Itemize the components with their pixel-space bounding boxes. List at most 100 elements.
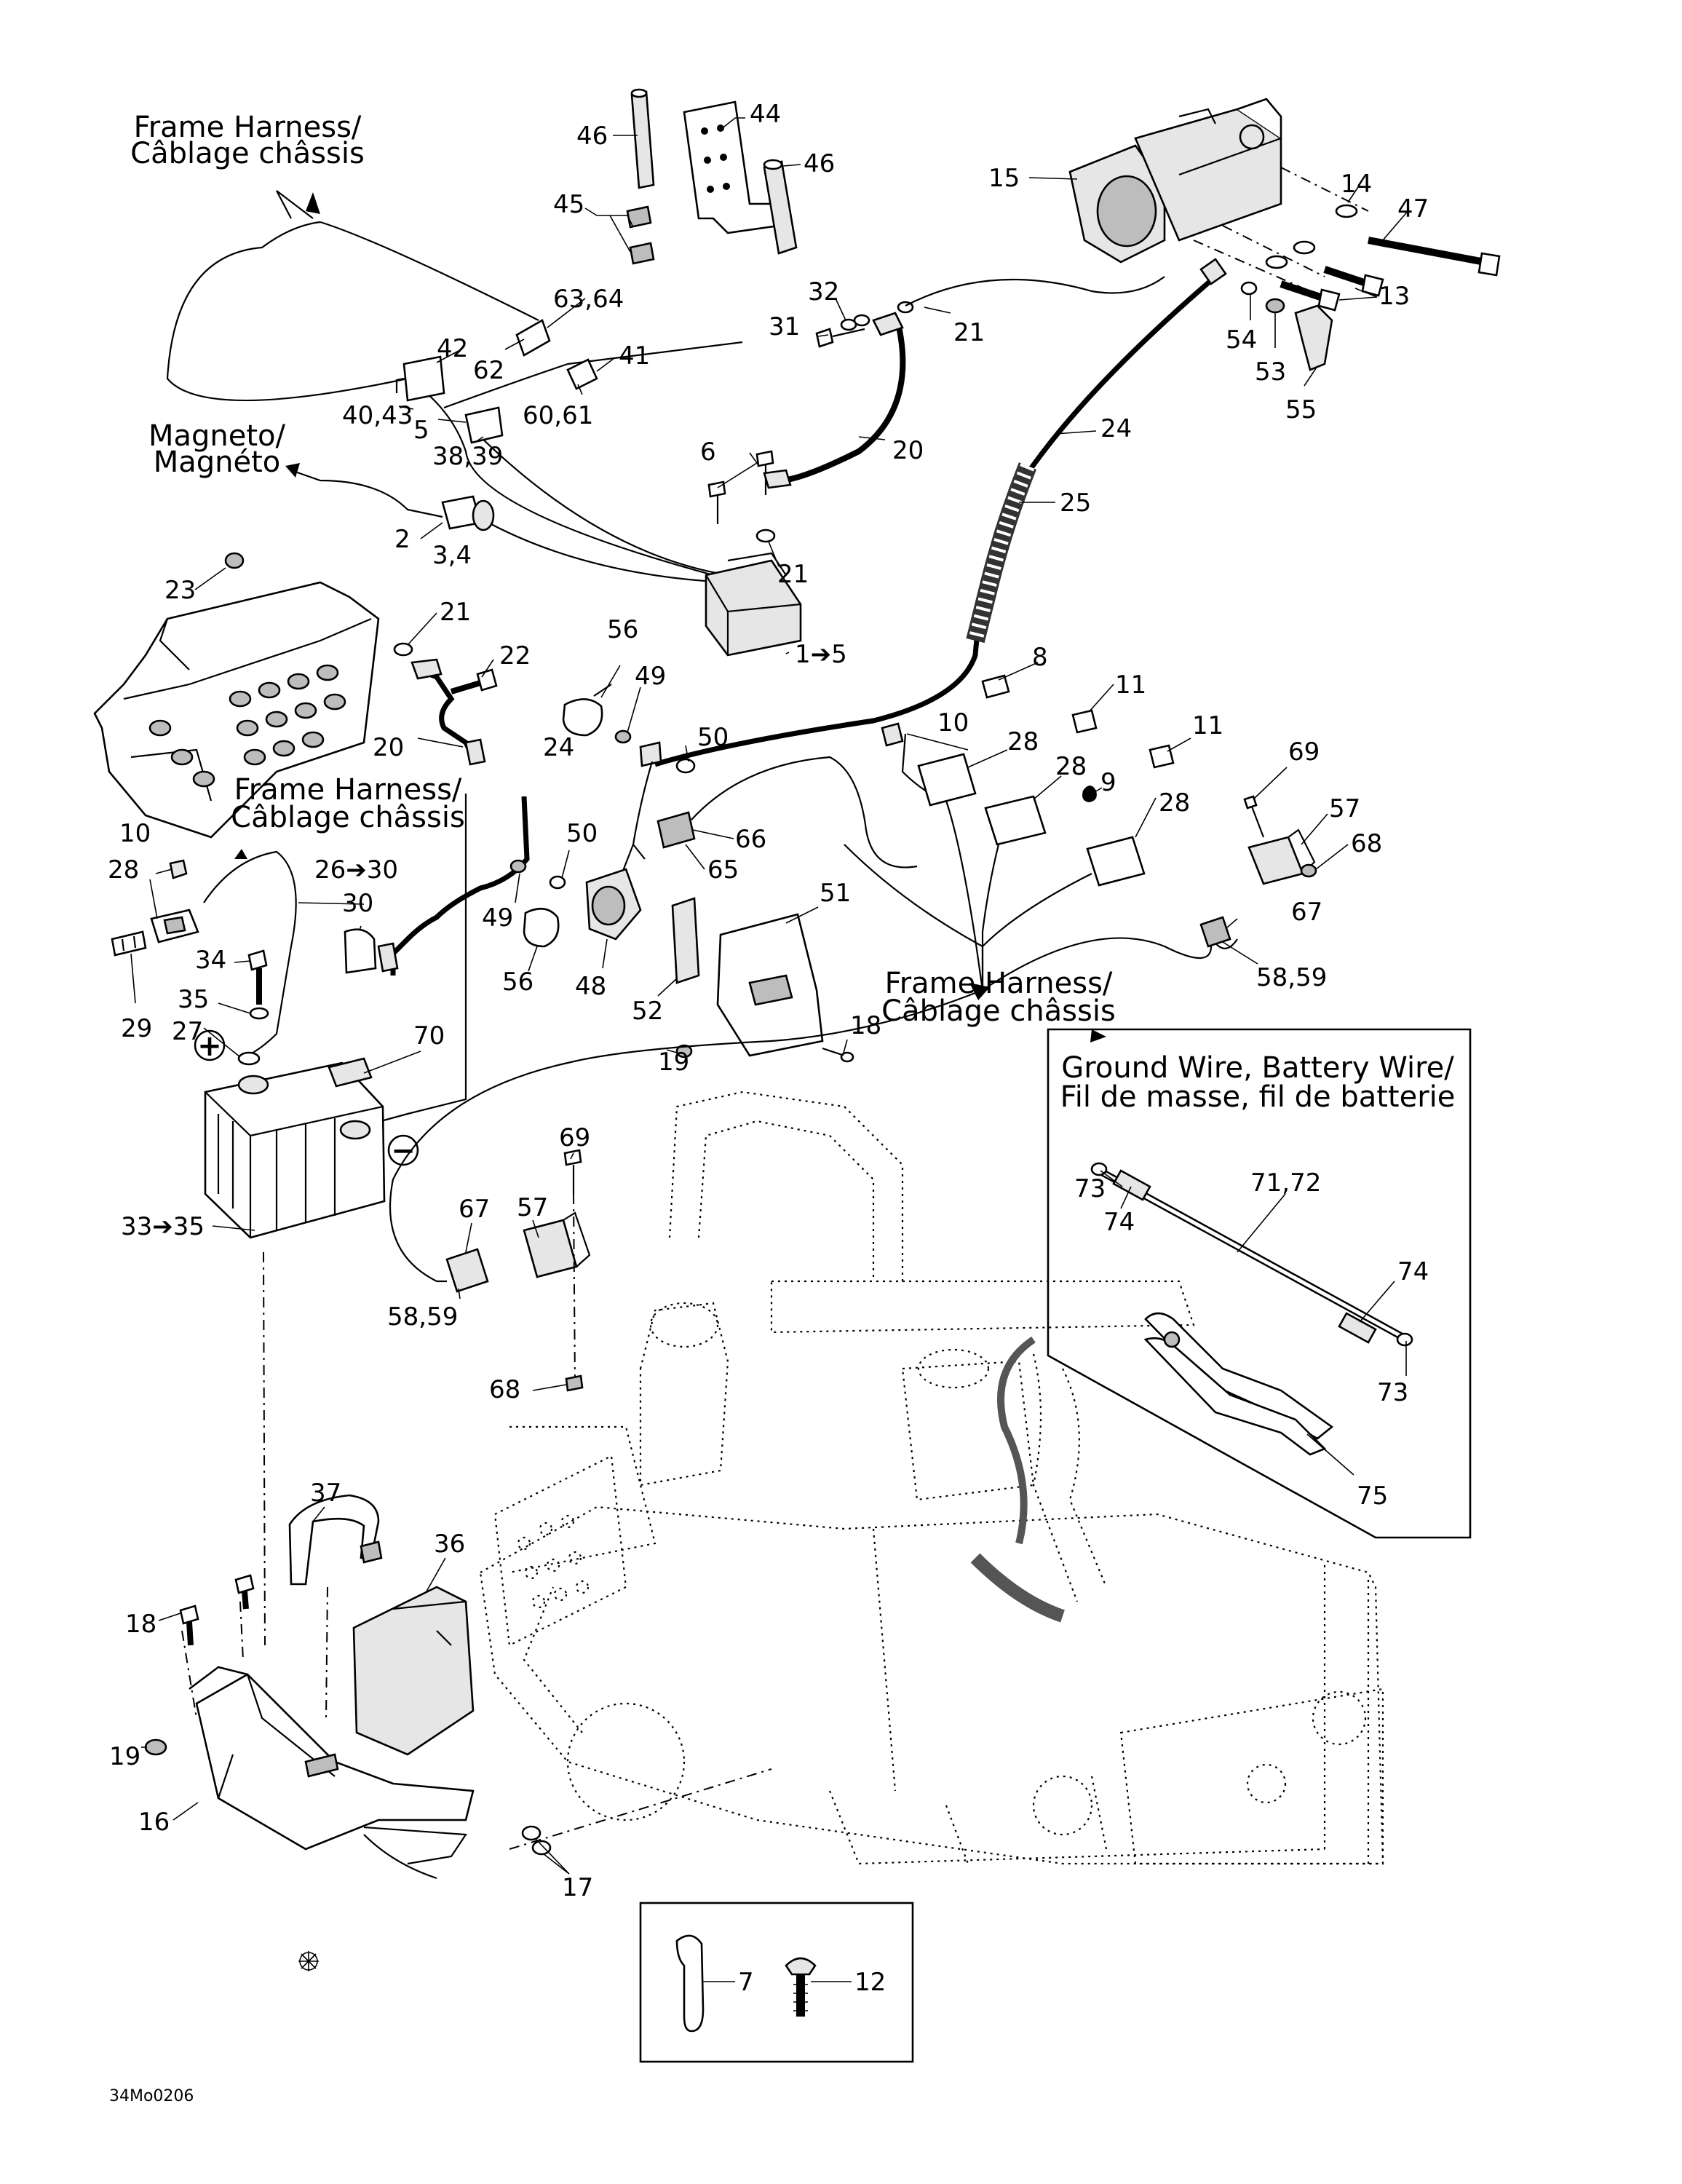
label-13: 13: [1378, 282, 1410, 311]
fuse-holder-28-a: [917, 753, 977, 807]
label-49-lower: 49: [482, 903, 513, 933]
label-70: 70: [413, 1021, 445, 1051]
plate-51: [716, 913, 824, 1057]
label-40-43: 40,43: [342, 401, 413, 430]
caption-frame-harness-mid-line1: Frame Harness/: [234, 773, 462, 807]
part-labels: 46 44 46 45 15 14 47 13 63,64 42 62 40,4…: [108, 100, 1429, 1997]
caption-frame-harness-right: Frame Harness/ Câblage châssis: [881, 967, 1116, 1028]
label-12: 12: [854, 1968, 886, 1997]
label-20-top: 20: [892, 436, 924, 465]
battery-tray-cover-23: [93, 581, 380, 839]
guide-line-18b: [239, 1601, 244, 1661]
solenoid-48: [585, 842, 646, 941]
protector-25: [966, 462, 1037, 644]
terminal-cap-30: [344, 928, 377, 974]
caption-frame-harness-top-line2: Câblage châssis: [130, 137, 365, 170]
label-60-61: 60,61: [523, 401, 593, 430]
label-1-5: 1➔5: [795, 640, 847, 669]
caption-frame-harness-top: Frame Harness/ Câblage châssis: [130, 111, 365, 170]
bolt-31: [815, 328, 865, 348]
label-68-left: 68: [489, 1375, 520, 1404]
label-45: 45: [553, 190, 584, 219]
label-32: 32: [808, 277, 839, 306]
connector-38-39: [464, 406, 504, 444]
nut-53: [1265, 298, 1285, 314]
caption-frame-harness-mid-line2: Câblage châssis: [231, 801, 465, 834]
frame-harness-mid: [203, 850, 297, 1056]
nut-49-lower: [509, 859, 527, 874]
bolt-34: [247, 949, 268, 1005]
label-69-top: 69: [1288, 737, 1320, 767]
label-38-39: 38,39: [432, 442, 503, 471]
inset-small-parts: [639, 1902, 914, 2063]
label-2: 2: [394, 525, 410, 554]
label-10-right: 10: [937, 708, 969, 737]
label-18-mid: 18: [850, 1011, 881, 1040]
radiator-grille: [493, 1455, 627, 1647]
washer-35: [249, 1007, 269, 1020]
fuse-8: [981, 674, 1010, 699]
label-27: 27: [172, 1017, 203, 1046]
sensor-67-left: [437, 1248, 489, 1293]
caption-frame-harness-top-line1: Frame Harness/: [134, 111, 362, 144]
frame-harness-top: [166, 221, 743, 584]
label-50-lower: 50: [566, 819, 598, 848]
label-66: 66: [735, 825, 766, 854]
ground-wire-20-top: [763, 312, 906, 489]
label-3-4: 3,4: [432, 541, 472, 570]
guide-line-18: [181, 1630, 197, 1719]
label-33-35: 33➔35: [121, 1212, 205, 1241]
label-62: 62: [473, 356, 504, 385]
fuse-11-b: [1149, 744, 1175, 769]
caption-inset-title-line2: Fil de masse, fil de batterie: [1060, 1080, 1456, 1114]
nut-19-mid: [675, 1044, 693, 1059]
caption-magneto-line1: Magneto/: [148, 419, 286, 453]
label-28-left: 28: [108, 855, 139, 885]
fuse-holder-28-c: [1086, 836, 1146, 887]
label-42: 42: [437, 334, 468, 363]
label-17: 17: [562, 1873, 593, 1902]
label-36: 36: [434, 1530, 465, 1559]
label-24-top: 24: [1100, 414, 1132, 443]
fuse-11-a: [1071, 709, 1098, 734]
nut-19-lower: [144, 1738, 167, 1756]
frame-harness-right: [389, 733, 1238, 1282]
terminal-upper-24: [639, 741, 662, 767]
label-28-c: 28: [1159, 788, 1190, 818]
label-28-b: 28: [1055, 752, 1087, 781]
label-16: 16: [138, 1808, 170, 1837]
screw-18-mid: [822, 1047, 854, 1063]
label-21-top: 21: [953, 318, 985, 347]
caption-frame-harness-right-line1: Frame Harness/: [885, 967, 1113, 1000]
caption-magneto: Magneto/ Magnéto: [148, 419, 286, 479]
bolt-47: [1368, 237, 1501, 277]
label-67-left: 67: [459, 1195, 490, 1224]
label-11-a: 11: [1115, 670, 1146, 700]
label-52: 52: [632, 997, 663, 1026]
label-11-b: 11: [1192, 711, 1223, 740]
label-18-lower: 18: [125, 1610, 156, 1639]
label-58-59-left: 58,59: [387, 1302, 458, 1332]
spacer-46-left: [630, 88, 655, 189]
pad-70: [328, 1057, 373, 1088]
guide-line-cover: [325, 1586, 328, 1719]
connector-62: [515, 319, 551, 357]
connector-42: [395, 355, 445, 402]
label-58-59-top: 58,59: [1256, 963, 1327, 992]
nut-49-upper: [614, 729, 632, 744]
nut-23: [224, 552, 245, 569]
bolts-18-lower: [179, 1574, 255, 1646]
label-65: 65: [707, 855, 739, 885]
label-37: 37: [310, 1479, 341, 1508]
label-67-top: 67: [1291, 898, 1322, 927]
label-63-64: 63,64: [553, 285, 624, 314]
battery-tray-16: [189, 1666, 475, 1880]
label-29: 29: [121, 1014, 152, 1043]
nut-50-upper: [675, 758, 696, 774]
label-26-30: 26➔30: [314, 855, 398, 885]
battery-strap-37: [288, 1494, 383, 1586]
caption-magneto-line2: Magnéto: [154, 446, 281, 479]
screw-69-top: [1243, 795, 1265, 838]
label-48: 48: [575, 972, 606, 1001]
